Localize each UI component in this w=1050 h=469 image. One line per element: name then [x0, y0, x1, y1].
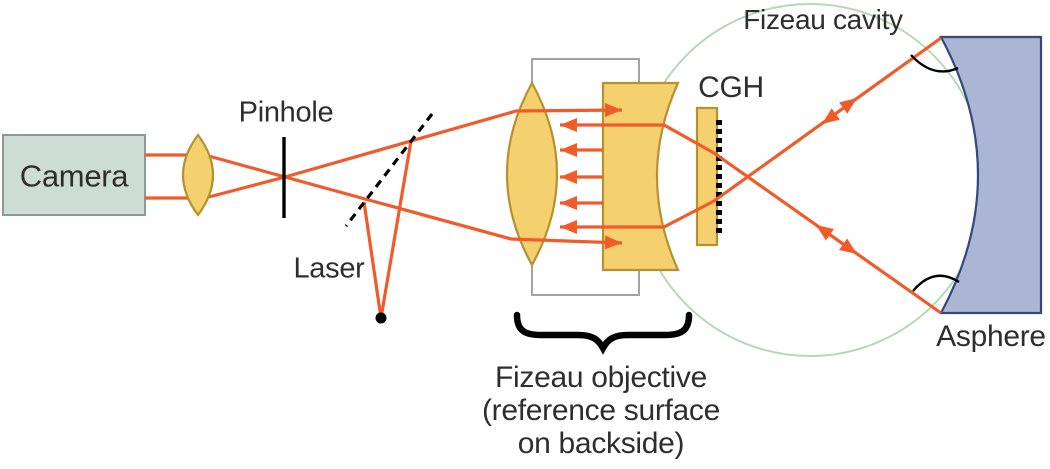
laser-label: Laser — [293, 252, 365, 285]
ray-laser-left — [362, 201, 383, 319]
caption-line-2: (reference surface — [481, 394, 721, 427]
collimator-lens — [506, 80, 558, 268]
camera-lens — [181, 133, 215, 217]
reflection-arc-bottom — [912, 274, 960, 292]
arrowhead-outgoing-upper-icon — [839, 98, 857, 114]
arrowhead-return-lower-icon — [816, 225, 834, 241]
fizeau-objective-caption: Fizeau objective (reference surface on b… — [482, 361, 720, 460]
pinhole-label: Pinhole — [238, 96, 334, 129]
caption-line-1: Fizeau objective — [495, 361, 707, 394]
arrowhead-right-icon — [605, 103, 622, 117]
laser-point — [375, 312, 387, 324]
asphere-mirror — [939, 35, 1043, 315]
arrowhead-outgoing-lower-icon — [839, 238, 857, 254]
ray-arrowheads — [560, 98, 857, 254]
arrowhead-left-icon — [560, 196, 577, 210]
camera-box — [2, 134, 146, 216]
arrowhead-left-icon — [560, 118, 577, 132]
cgh-label: CGH — [698, 71, 764, 104]
fizeau-cavity-circle — [634, 3, 986, 357]
arrowhead-left-icon — [560, 143, 577, 157]
camera-label: Camera — [19, 158, 129, 194]
fizeau-cavity-label: Fizeau cavity — [743, 4, 903, 35]
arrowhead-return-upper-icon — [822, 108, 840, 124]
arrowhead-left-icon — [560, 220, 577, 234]
fizeau-objective-glass — [601, 81, 680, 272]
fizeau-objective-brace — [513, 311, 693, 355]
asphere-label: Asphere — [936, 320, 1046, 353]
ray-laser-right — [379, 140, 413, 319]
cgh-grating-hatch — [716, 120, 722, 233]
arrowhead-left-icon — [560, 170, 577, 184]
arrowhead-right-icon — [604, 235, 622, 250]
reflection-arc-top — [910, 54, 959, 73]
cgh-plate — [695, 106, 719, 247]
beamsplitter-dashed-line — [344, 113, 434, 227]
caption-line-3: on backside) — [517, 427, 685, 460]
